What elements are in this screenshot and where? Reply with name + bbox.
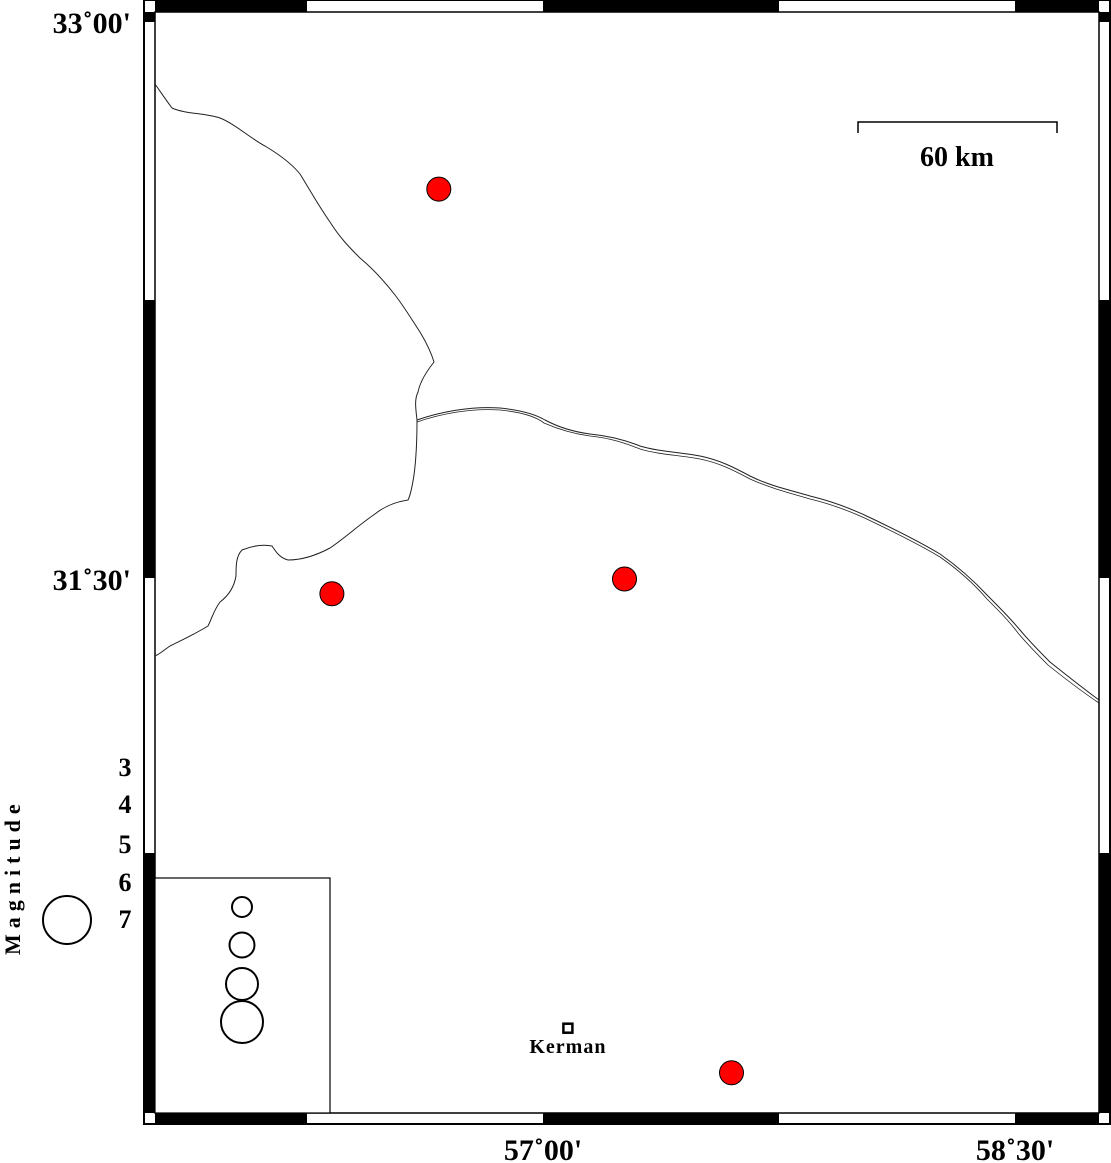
- boundary-line-north: [154, 83, 435, 421]
- earthquake-marker: [426, 176, 452, 202]
- legend-circles: [220, 896, 264, 1044]
- lat-label-33-00: 33˚00': [53, 7, 131, 40]
- city-square-marker: [562, 1022, 574, 1034]
- legend-title: Magnitude: [0, 798, 25, 955]
- city-marker-group: Kerman: [529, 1022, 606, 1058]
- legend-magnitude-labels: 3 4 5 6 7: [119, 753, 132, 934]
- city-label: Kerman: [529, 1036, 606, 1058]
- legend-magnitude-label: 6: [119, 868, 132, 897]
- legend-magnitude-label: 4: [119, 790, 132, 819]
- scale-bar-label: 60 km: [920, 142, 994, 173]
- boundary-line-southwest: [154, 419, 418, 657]
- legend-size-circle: [225, 967, 259, 1001]
- lon-label-57-00: 57˚00': [504, 1134, 582, 1163]
- scale-bar: 60 km: [857, 121, 1058, 173]
- frame-ticks: [144, 1, 1110, 1124]
- legend-size-circle: [220, 1000, 264, 1044]
- boundary-line-east-double: [416, 409, 1100, 704]
- earthquake-marker: [719, 1060, 744, 1086]
- legend-magnitude-label: 7: [119, 905, 132, 934]
- province-boundaries: [154, 83, 1100, 704]
- earthquake-marker: [612, 566, 637, 592]
- lat-label-31-30: 31˚30': [53, 564, 131, 597]
- legend-reference-circle: [42, 895, 92, 945]
- boundary-line-east: [416, 407, 1100, 701]
- magnitude-legend: Magnitude 3 4 5 6 7: [0, 753, 331, 1114]
- lon-label-58-30: 58˚30': [976, 1134, 1054, 1163]
- legend-size-circle: [228, 931, 256, 959]
- scale-bar-line: [857, 121, 1058, 133]
- legend-magnitude-label: 5: [119, 830, 132, 859]
- earthquake-marker: [319, 581, 345, 607]
- earthquake-events: [319, 176, 744, 1086]
- legend-magnitude-label: 3: [119, 753, 132, 782]
- legend-size-circle: [231, 896, 253, 918]
